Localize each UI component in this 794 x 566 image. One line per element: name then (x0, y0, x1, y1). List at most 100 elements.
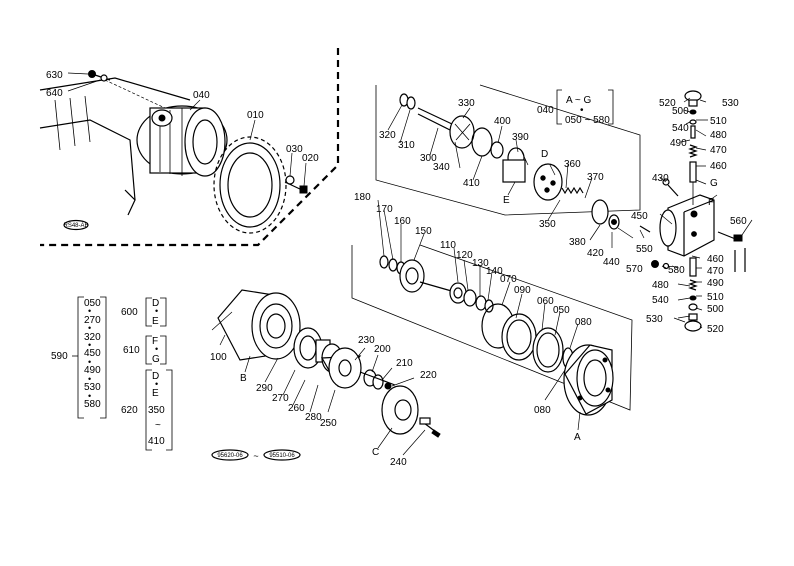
legend-group-620 (145, 369, 173, 451)
callout-A: A (574, 432, 581, 443)
inset-boundary (40, 48, 340, 247)
gear-internals-boundary (351, 244, 633, 411)
callout-500-bottom: 500 (707, 304, 724, 315)
legend-610-item: F (152, 336, 158, 347)
legend-labels: 590 050 270 320 450 490 530 580 • • • • … (51, 298, 165, 447)
legend-dot: • (88, 306, 91, 316)
stamp-bottom-left: 95620-06 (211, 449, 249, 461)
callout-330: 330 (458, 98, 475, 109)
legend-600-label: 600 (121, 307, 138, 318)
legend-590-item: 530 (84, 382, 101, 393)
legend-590-item: 270 (84, 315, 101, 326)
legend-group-590 (72, 296, 107, 419)
callout-510-top: 510 (710, 116, 727, 127)
legend-620-item: 410 (148, 436, 165, 447)
callout-410: 410 (463, 178, 480, 189)
legend-group-610 (145, 335, 167, 365)
callout-260: 260 (288, 403, 305, 414)
callout-440: 440 (603, 257, 620, 268)
legend-dot: • (155, 344, 158, 354)
legend-dot: • (88, 357, 91, 367)
ref-block-bottom: 050 ~ 580 (565, 115, 610, 126)
legend-600-item: E (152, 316, 159, 327)
callout-530-bottom: 530 (646, 314, 663, 325)
callout-160: 160 (394, 216, 411, 227)
motor-internals-boundary (375, 84, 641, 216)
housing-A (563, 344, 614, 416)
legend-dot: • (88, 374, 91, 384)
legend-tilde: ~ (155, 420, 161, 431)
callout-300: 300 (420, 153, 437, 164)
callout-460-bottom: 460 (707, 254, 724, 265)
callout-460-top: 460 (710, 161, 727, 172)
stamp-top-left: RS48-AB (63, 219, 89, 231)
legend-620-item: D (152, 371, 159, 382)
callout-390: 390 (512, 132, 529, 143)
callout-360: 360 (564, 159, 581, 170)
svg-text:95620-06: 95620-06 (217, 453, 243, 459)
callout-230: 230 (358, 335, 375, 346)
callout-520-top: 520 (659, 98, 676, 109)
callout-090: 090 (514, 285, 531, 296)
callout-250: 250 (320, 418, 337, 429)
legend-590-item: 050 (84, 298, 101, 309)
callout-470-top: 470 (710, 145, 727, 156)
legend-600-item: D (152, 298, 159, 309)
callout-C: C (372, 447, 379, 458)
callout-630: 630 (46, 70, 63, 81)
callout-480-top: 480 (710, 130, 727, 141)
legend-group-600 (145, 297, 167, 327)
callout-520-bottom: 520 (707, 324, 724, 335)
callout-130: 130 (472, 258, 489, 269)
callout-540-top: 540 (672, 123, 689, 134)
callout-370: 370 (587, 172, 604, 183)
ref-block-top: A ~ G (566, 95, 592, 106)
callout-420: 420 (587, 248, 604, 259)
ref-block-prefix: 040 (537, 105, 554, 116)
callout-F: F (708, 197, 714, 208)
legend-dot: • (88, 391, 91, 401)
callout-110: 110 (440, 240, 456, 251)
legend-620-item: E (152, 388, 159, 399)
callout-400: 400 (494, 116, 511, 127)
callout-D-top: D (541, 149, 548, 160)
callout-170: 170 (376, 204, 393, 215)
callout-320: 320 (379, 130, 396, 141)
callout-050: 050 (553, 305, 570, 316)
callout-G: G (710, 178, 718, 189)
callout-530-top: 530 (722, 98, 739, 109)
legend-dot: • (155, 306, 158, 316)
svg-text:RS48-AB: RS48-AB (63, 223, 88, 229)
legend-dot: • (155, 379, 158, 389)
legend-620-label: 620 (121, 405, 138, 416)
legend-dot: • (88, 323, 91, 333)
callout-310: 310 (398, 140, 415, 151)
callout-350: 350 (539, 219, 556, 230)
callout-280: 280 (305, 412, 322, 423)
callout-120: 120 (456, 250, 473, 261)
callout-550: 550 (636, 244, 653, 255)
callout-270: 270 (272, 393, 289, 404)
callout-180: 180 (354, 192, 371, 203)
legend-590-item: 490 (84, 365, 101, 376)
gear-internal-parts (379, 255, 574, 373)
callout-430: 430 (652, 173, 669, 184)
callout-510-bottom: 510 (707, 292, 724, 303)
callout-080-lower: 080 (534, 405, 551, 416)
sprocket (213, 136, 287, 234)
callout-240: 240 (390, 457, 407, 468)
callout-580: 580 (668, 265, 685, 276)
ref-block-dot: • (580, 105, 584, 116)
callout-340: 340 (433, 162, 450, 173)
legend-610-item: G (152, 354, 160, 365)
callout-080-upper: 080 (575, 317, 592, 328)
callout-560: 560 (730, 216, 747, 227)
valve-block (659, 194, 746, 272)
legend-590-label: 590 (51, 351, 68, 362)
callout-200: 200 (374, 344, 391, 355)
callout-020: 020 (302, 153, 319, 164)
legend-620-item: 350 (148, 405, 165, 416)
callout-570: 570 (626, 264, 643, 275)
legend-590-item: 580 (84, 399, 101, 410)
